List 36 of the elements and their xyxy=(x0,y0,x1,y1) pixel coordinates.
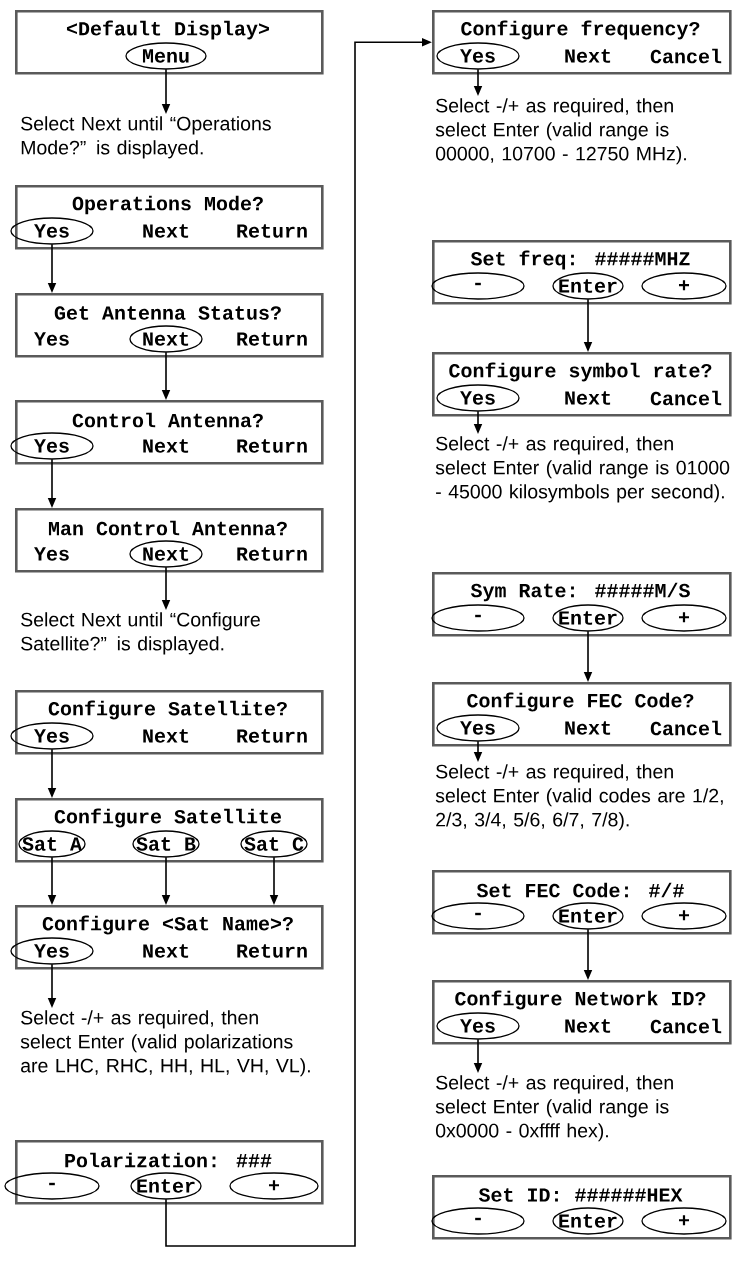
instruction-text: Select -/+ as required, then select Enter (valid range is 0x0000 - 0xffff hex). xyxy=(435,1075,673,1142)
button-oval: Yes xyxy=(10,432,94,460)
button-oval: Menu xyxy=(125,42,207,70)
button-oval: Yes xyxy=(436,1012,520,1040)
button-oval: Yes xyxy=(436,42,520,70)
button-oval: Next xyxy=(129,325,203,353)
instruction-text: Select -/+ as required, then select Enter (valid codes are 1/2, 2/3, 3/4, 5/6, 6/7, 7/8). xyxy=(435,764,723,831)
instruction-text: Select Next until “Operations Mode?” is displayed. xyxy=(21,116,271,159)
button-oval: Next xyxy=(129,540,203,568)
button-oval: Sat C xyxy=(240,830,308,858)
button-oval: Yes xyxy=(10,937,94,965)
button-oval: + xyxy=(641,902,727,930)
button-oval: - xyxy=(431,1207,525,1235)
button-oval: + xyxy=(641,272,727,300)
button-oval: Yes xyxy=(436,714,520,742)
instruction-text: Select Next until “Configure Satellite?” is displayed. xyxy=(21,612,260,655)
button-oval: Enter xyxy=(552,272,624,300)
button-oval: Enter xyxy=(552,604,624,632)
button-oval: + xyxy=(641,1207,727,1235)
button-oval: Yes xyxy=(436,384,520,412)
button-oval: - xyxy=(431,272,525,300)
button-oval: Enter xyxy=(552,1207,624,1235)
instruction-text: Select -/+ as required, then select Enter (valid range is 01000 - 45000 kilosymbols per second). xyxy=(435,436,730,503)
button-oval: - xyxy=(4,1172,100,1200)
button-oval: - xyxy=(431,604,525,632)
button-oval: Yes xyxy=(10,217,94,245)
button-oval: Sat A xyxy=(18,830,86,858)
button-oval: - xyxy=(431,902,525,930)
button-oval: + xyxy=(641,604,727,632)
instruction-text: Select -/+ as required, then select Enter (valid range is 00000, 10700 - 12750 MHz). xyxy=(435,98,686,165)
button-oval: Sat B xyxy=(132,830,200,858)
button-oval: Enter xyxy=(552,902,624,930)
instruction-text: Select -/+ as required, then select Enter (valid polarizations are LHC, RHC, HH, HL, VH, VL). xyxy=(20,1010,310,1077)
button-oval: Enter xyxy=(130,1172,202,1200)
button-oval: Yes xyxy=(10,722,94,750)
button-oval: + xyxy=(229,1172,319,1200)
